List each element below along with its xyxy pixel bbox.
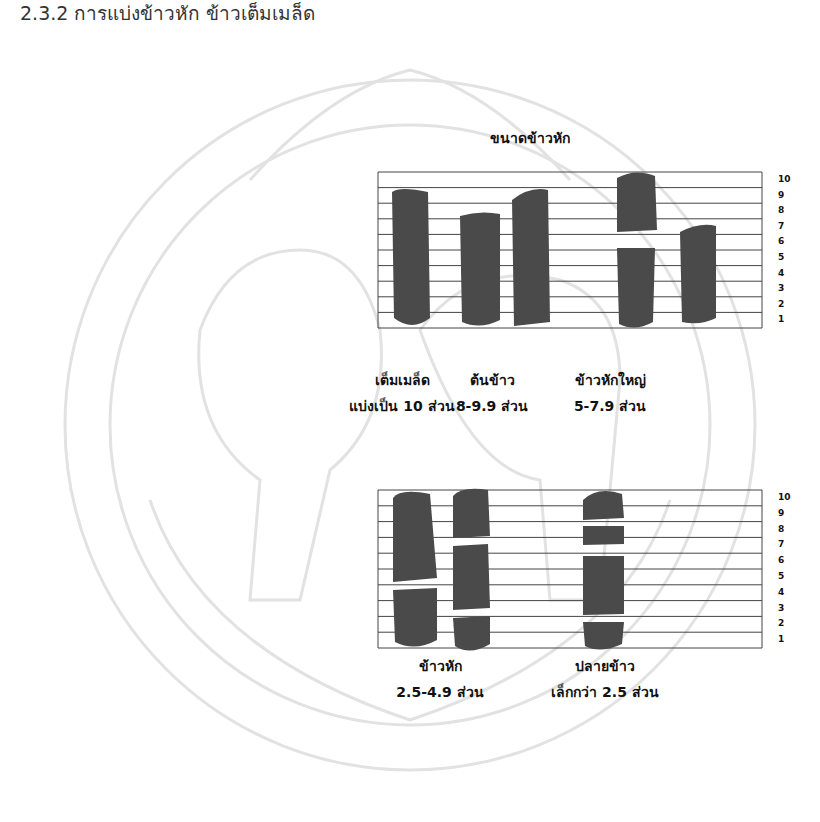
scale-number: 8	[778, 524, 784, 535]
scale-number: 2	[778, 618, 784, 629]
scale-number: 1	[778, 314, 784, 325]
grid-line	[378, 490, 762, 491]
grid-line	[762, 490, 763, 648]
grid-line	[378, 490, 379, 648]
section-heading: 2.3.2 การแบ่งข้าวหัก ข้าวเต็มเมล็ด	[20, 2, 315, 25]
scale-number: 5	[778, 252, 784, 263]
scale-number: 7	[778, 539, 784, 550]
grid-line	[378, 584, 762, 585]
grain-size-range: เล็กกว่า 2.5 ส่วน	[551, 684, 659, 701]
grid-line	[378, 172, 379, 328]
scale-number: 9	[778, 508, 784, 519]
grid-line	[378, 521, 762, 522]
grid-line	[762, 172, 763, 328]
grid-line	[378, 505, 762, 506]
scale-number: 4	[778, 587, 784, 598]
grid-line	[378, 187, 762, 188]
chart-title: ขนาดข้าวหัก	[490, 130, 570, 147]
scale-number: 3	[778, 283, 784, 294]
scale-number: 3	[778, 603, 784, 614]
grid-line	[378, 648, 762, 649]
grain-size-range: 5-7.9 ส่วน	[574, 398, 646, 415]
scale-number: 7	[778, 221, 784, 232]
grain-class-name: เต็มเมล็ด	[375, 372, 430, 389]
scale-number: 8	[778, 205, 784, 216]
scale-number: 5	[778, 571, 784, 582]
grid-line	[378, 553, 762, 554]
scale-number: 2	[778, 299, 784, 310]
scale-grid	[378, 490, 762, 648]
grain-size-range: 2.5-4.9 ส่วน	[396, 684, 483, 701]
grain-class-name: ข้าวหัก	[419, 658, 462, 675]
grain-class-name: ปลายข้าว	[575, 658, 635, 675]
grain-size-range: 8-9.9 ส่วน	[456, 398, 528, 415]
scale-number: 6	[778, 236, 784, 247]
grid-line	[378, 203, 762, 204]
grain-size-range: แบ่งเป็น 10 ส่วน	[349, 398, 454, 415]
scale-number: 4	[778, 268, 784, 279]
grid-line	[378, 172, 762, 173]
grid-line	[378, 328, 762, 329]
scale-number: 9	[778, 190, 784, 201]
scale-number: 10	[778, 174, 791, 185]
grid-line	[378, 537, 762, 538]
grid-line	[378, 218, 762, 219]
scale-number: 6	[778, 555, 784, 566]
scale-grid	[378, 172, 762, 328]
grain-class-name: ต้นข้าว	[470, 372, 515, 389]
grain-class-name: ข้าวหักใหญ่	[575, 372, 646, 389]
seal-watermark	[65, 70, 755, 770]
scale-number: 10	[778, 492, 791, 503]
scale-number: 1	[778, 634, 784, 645]
